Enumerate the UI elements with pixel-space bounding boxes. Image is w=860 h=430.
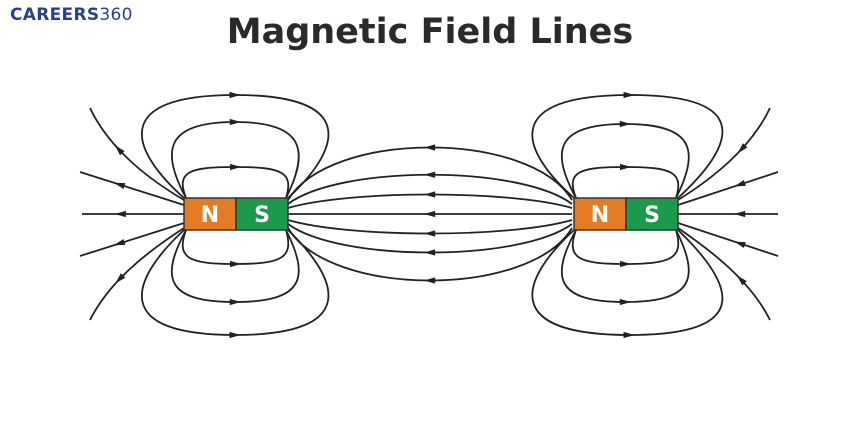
link-line-3 — [287, 193, 573, 209]
left-out-2 — [79, 171, 185, 206]
arrowhead-left-top-loop-mid — [229, 118, 241, 126]
left-bottom-loop-mid — [171, 229, 300, 303]
diagram-title: Magnetic Field Lines — [226, 12, 634, 52]
right-south-pole — [625, 197, 679, 231]
arrowhead-left-out-4 — [113, 238, 126, 246]
left-out-4 — [79, 222, 185, 257]
link-line-7 — [287, 227, 573, 282]
right-top-loop-outer — [531, 94, 724, 199]
arrowhead-link-line-3 — [424, 191, 436, 198]
right-in-2 — [677, 171, 779, 206]
arrowhead-right-top-loop-outer — [623, 91, 635, 99]
arrowhead-link-line-2 — [424, 171, 436, 178]
right-bar-magnet: N S — [573, 197, 679, 231]
arrowhead-right-top-loop-mid — [619, 120, 631, 128]
left-out-1 — [89, 107, 185, 201]
arrowhead-link-line-7 — [423, 277, 436, 284]
arrowhead-left-out-2 — [113, 182, 126, 190]
arrowhead-right-in-4 — [734, 241, 746, 249]
right-north-label: N — [591, 203, 609, 228]
right-in-1 — [677, 107, 771, 201]
right-in-4 — [677, 222, 779, 257]
link-line-5 — [287, 219, 573, 235]
left-bar-magnet: N S — [183, 197, 289, 231]
right-top-loop-mid — [561, 123, 690, 199]
arrowhead-link-line-1 — [423, 144, 436, 151]
field-direction-arrows — [113, 91, 748, 339]
left-top-loop-outer — [141, 94, 330, 199]
arrowhead-left-bottom-loop-mid — [229, 298, 241, 306]
left-north-label: N — [201, 203, 219, 228]
arrowhead-right-in-2 — [734, 179, 746, 187]
arrowhead-right-in-center — [734, 210, 746, 218]
arrowhead-left-out-1 — [114, 145, 125, 156]
left-top-loop-mid — [171, 121, 300, 199]
left-bottom-loop-inner — [181, 229, 290, 265]
arrowhead-right-bottom-loop-mid — [619, 298, 631, 306]
right-bottom-loop-mid — [561, 229, 690, 303]
left-south-pole — [235, 197, 289, 231]
careers360-logo[interactable]: CAREERS360 — [10, 5, 133, 25]
left-south-label: S — [254, 203, 270, 228]
arrowhead-left-top-loop-inner — [230, 163, 242, 171]
arrowhead-left-bottom-loop-inner — [230, 260, 242, 268]
left-north-pole — [183, 197, 237, 231]
arrowhead-left-top-loop-outer — [229, 91, 241, 99]
arrowhead-link-line-5 — [424, 230, 436, 237]
logo-number: 360 — [99, 5, 133, 25]
arrowhead-link-line-6 — [424, 249, 436, 256]
arrowhead-right-in-1 — [737, 143, 748, 154]
arrowhead-left-out-center — [114, 210, 126, 218]
right-top-loop-inner — [571, 166, 680, 199]
right-bottom-loop-outer — [531, 229, 724, 336]
left-bottom-loop-outer — [141, 229, 330, 336]
arrowhead-right-in-5 — [736, 275, 747, 286]
arrowhead-left-bottom-loop-outer — [229, 331, 241, 339]
arrowhead-right-bottom-loop-inner — [620, 260, 632, 268]
right-in-5 — [677, 227, 771, 321]
arrowhead-right-bottom-loop-outer — [623, 331, 635, 339]
right-bottom-loop-inner — [571, 229, 680, 265]
right-south-label: S — [644, 203, 660, 228]
left-top-loop-inner — [181, 166, 290, 199]
arrowhead-right-top-loop-inner — [620, 163, 632, 171]
left-out-5 — [89, 227, 185, 321]
logo-brand: CAREERS — [10, 5, 100, 25]
arrowhead-link-line-center — [424, 210, 436, 218]
arrowhead-left-out-5 — [115, 273, 126, 284]
